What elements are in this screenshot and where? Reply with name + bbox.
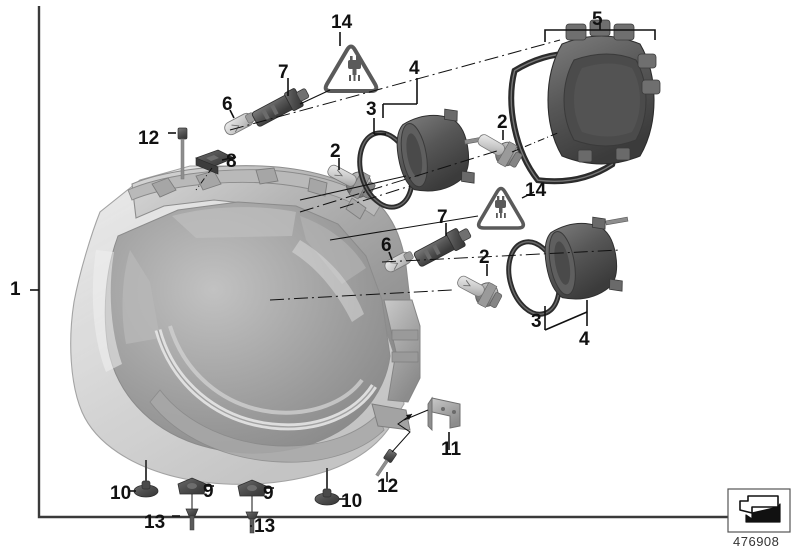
part-9-mount-right xyxy=(237,479,274,512)
part-9-mount-left xyxy=(177,477,214,510)
callout-12-screw-lower: 12 xyxy=(377,476,399,497)
part-2-bulb-right xyxy=(477,130,561,168)
callout-13-screw-left: 13 xyxy=(144,512,166,533)
callout-4-bulb-cover-upper: 4 xyxy=(409,58,420,79)
callout-6-bulb-upper: 6 xyxy=(222,94,233,115)
callout-8-clip: 8 xyxy=(226,151,237,172)
part-11-bracket xyxy=(403,396,461,450)
callout-3-sealing-ring-upper: 3 xyxy=(366,99,377,120)
part-8-clip xyxy=(195,149,237,191)
callout-6-bulb-lower: 6 xyxy=(381,235,392,256)
callout-4-bulb-cover-lower: 4 xyxy=(579,329,590,350)
part-4-bulb-cover-upper xyxy=(382,78,486,192)
legend-icon-box xyxy=(727,488,791,533)
part-5-housing-cover xyxy=(508,19,661,185)
callout-7-bulb-holder-upper: 7 xyxy=(278,62,289,83)
callout-10-grommet-left: 10 xyxy=(110,483,132,504)
callout-2-bulb-lower: 2 xyxy=(479,247,490,268)
callout-12-screw-upper: 12 xyxy=(138,128,160,149)
assembly-axis-lines xyxy=(229,39,621,301)
part-14-warning-icon-lower xyxy=(476,186,535,230)
part-2-bulb-lower xyxy=(457,264,503,309)
callout-2-bulb-upper: 2 xyxy=(330,141,341,162)
part-12-screw-lower xyxy=(375,413,413,482)
callout-2-bulb-right: 2 xyxy=(497,112,508,133)
part-7-bulb-holder-lower xyxy=(413,223,472,267)
callout-10-grommet-right: 10 xyxy=(341,491,363,512)
callout-3-sealing-ring-lower: 3 xyxy=(531,311,542,332)
callout-9-mount-left: 9 xyxy=(203,481,214,502)
part-7-bulb-holder-upper xyxy=(251,78,310,127)
callout-14-warning-lower: 14 xyxy=(525,180,547,201)
part-13-screw-right xyxy=(245,511,259,534)
callout-5-housing-cover: 5 xyxy=(592,9,603,30)
callout-13-screw-right: 13 xyxy=(254,516,276,537)
callout-1-headlight-housing: 1 xyxy=(10,279,21,300)
part-6-bulb-lower xyxy=(384,251,414,273)
diagram-frame xyxy=(37,6,760,519)
housing-leader-lines xyxy=(299,175,479,241)
part-number-label: 476908 xyxy=(733,534,780,549)
callout-14-warning-upper: 14 xyxy=(331,12,353,33)
part-4-bulb-cover-lower xyxy=(544,216,629,331)
headlight-housing-assembly xyxy=(70,165,421,485)
callout-11-bracket: 11 xyxy=(441,439,462,460)
part-10-grommet-right xyxy=(314,468,346,506)
part-14-warning-icon-upper xyxy=(299,32,379,105)
callout-7-bulb-holder-lower: 7 xyxy=(437,207,448,228)
part-12-screw-upper xyxy=(168,127,188,180)
callout-9-mount-right: 9 xyxy=(263,483,274,504)
part-13-screw-left xyxy=(172,508,199,531)
part-10-grommet-left xyxy=(130,460,159,498)
